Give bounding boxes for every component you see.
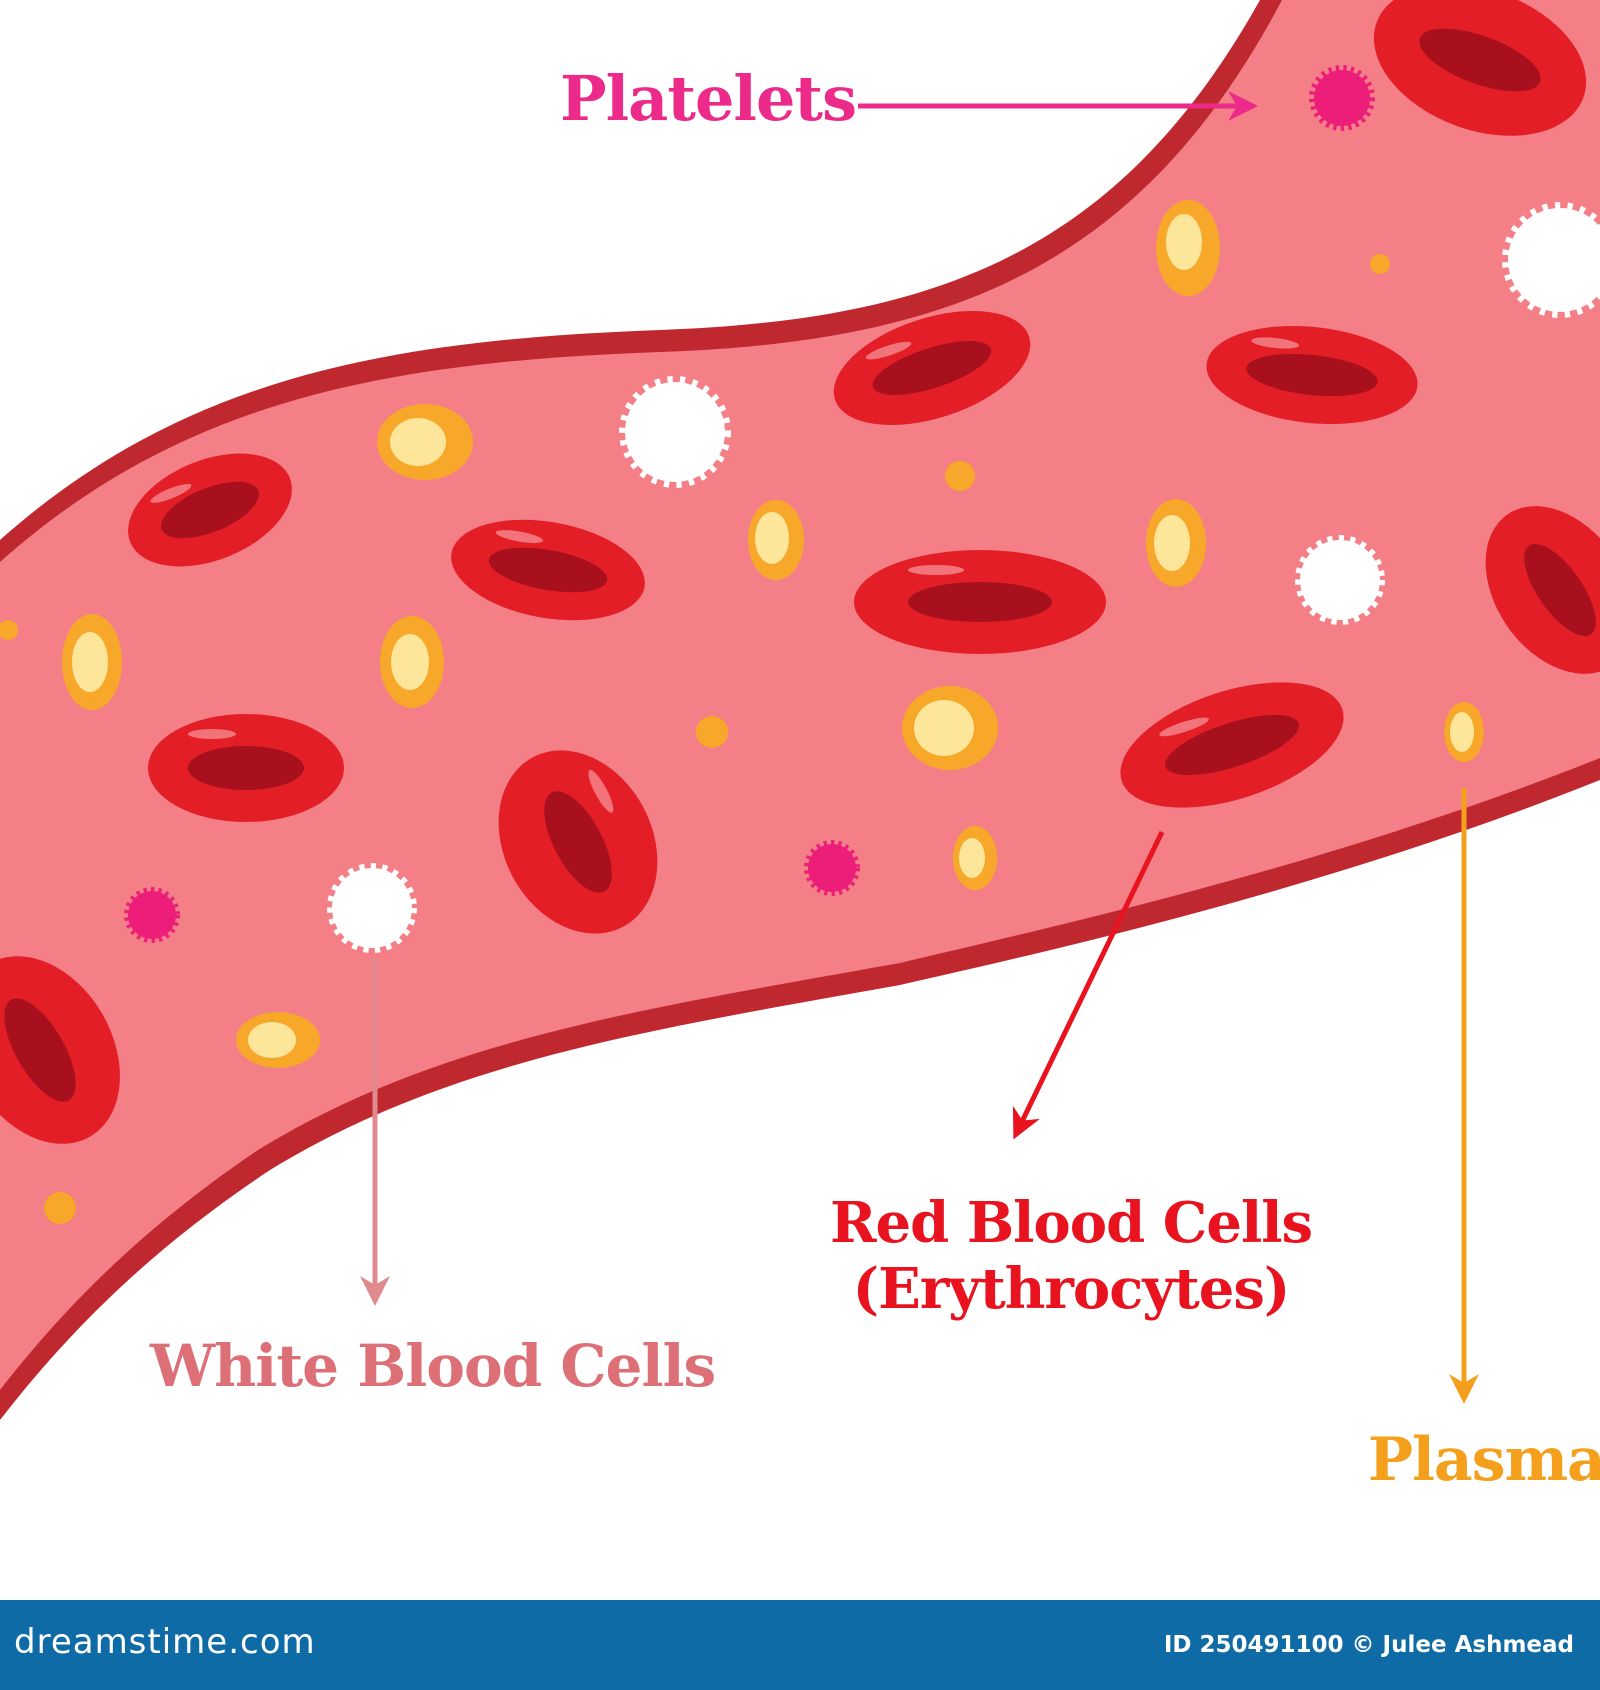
label-white-blood-cells: White Blood Cells <box>150 1332 716 1400</box>
white-blood-cell <box>619 376 731 488</box>
plasma-particle <box>1444 702 1484 762</box>
red-blood-cell <box>854 550 1106 654</box>
red-blood-cell <box>148 714 344 822</box>
red-blood-cell <box>451 519 645 621</box>
white-blood-cell <box>1502 202 1600 318</box>
platelet <box>1309 65 1375 131</box>
plasma-particle <box>377 404 473 480</box>
plasma-particle <box>902 686 998 770</box>
label-red-blood-cells: Red Blood Cells (Erythrocytes) <box>830 1190 1313 1322</box>
plasma-particle <box>44 1192 76 1224</box>
footer: dreamstime.com ID 250491100 © Julee Ashm… <box>0 1600 1600 1690</box>
red-blood-cell <box>0 956 120 1144</box>
red-blood-cells-arrow <box>1012 830 1165 1140</box>
red-blood-cell <box>498 750 658 934</box>
plasma-particle <box>696 716 728 748</box>
plasma-particle <box>380 616 444 708</box>
plasma-particle <box>953 826 997 890</box>
red-blood-cell <box>1373 0 1587 136</box>
plasma-particle <box>1370 254 1390 274</box>
red-blood-cell <box>1206 325 1418 425</box>
white-blood-cell <box>1295 535 1385 625</box>
red-blood-cell <box>1485 506 1600 674</box>
plasma-particle <box>945 461 975 491</box>
plasma-region <box>0 0 1600 1390</box>
footer-site-name: dreamstime.com <box>14 1622 316 1662</box>
red-blood-cell <box>1120 682 1344 808</box>
plasma-particle <box>62 614 122 710</box>
plasma-particle <box>1146 499 1206 587</box>
plasma-particle <box>236 1012 320 1068</box>
footer-bar <box>0 1600 1600 1690</box>
plasma-particle <box>0 620 18 640</box>
red-blood-cell <box>128 453 292 567</box>
plasma-particle <box>1156 200 1220 296</box>
platelet <box>804 840 860 896</box>
platelet <box>124 887 180 943</box>
plasma-particle <box>748 500 804 580</box>
label-red-blood-cells-line2: (Erythrocytes) <box>852 1256 1291 1322</box>
label-plasma: Plasma <box>1368 1425 1600 1495</box>
label-red-blood-cells-line1: Red Blood Cells <box>830 1190 1313 1256</box>
label-platelets: Platelets <box>560 62 857 135</box>
white-blood-cell <box>327 863 417 953</box>
footer-image-id: ID 250491100 © Julee Ashmead <box>1163 1632 1574 1658</box>
red-blood-cell <box>833 310 1031 426</box>
